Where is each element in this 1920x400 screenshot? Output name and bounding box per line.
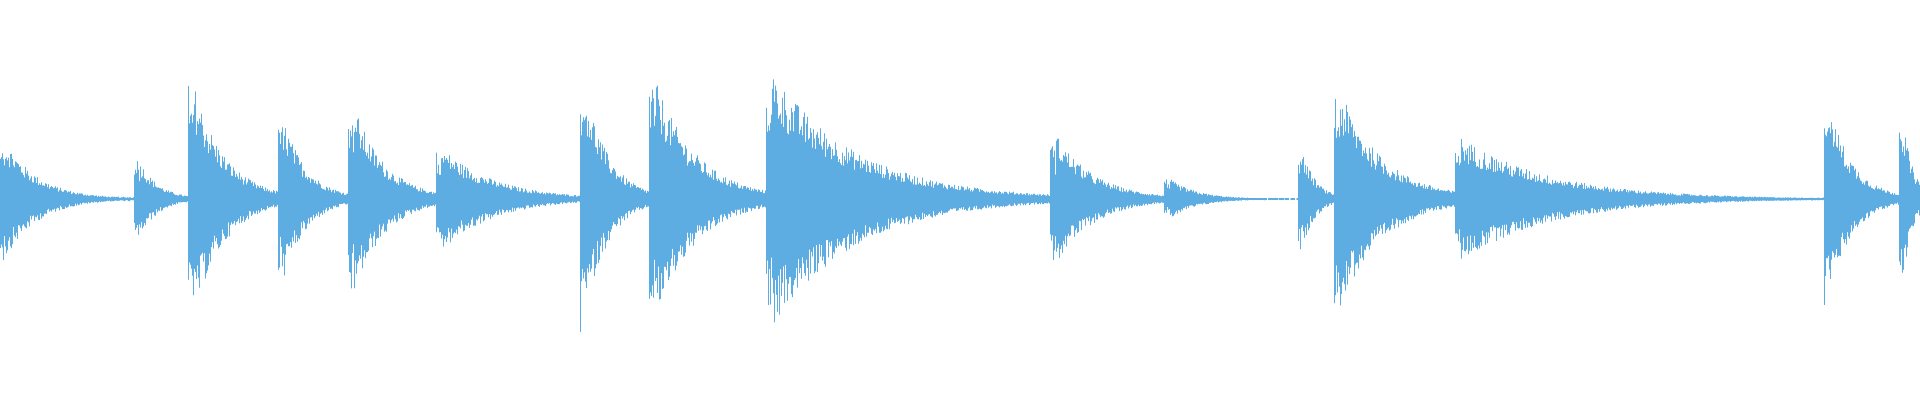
waveform-samples [0,79,1920,332]
